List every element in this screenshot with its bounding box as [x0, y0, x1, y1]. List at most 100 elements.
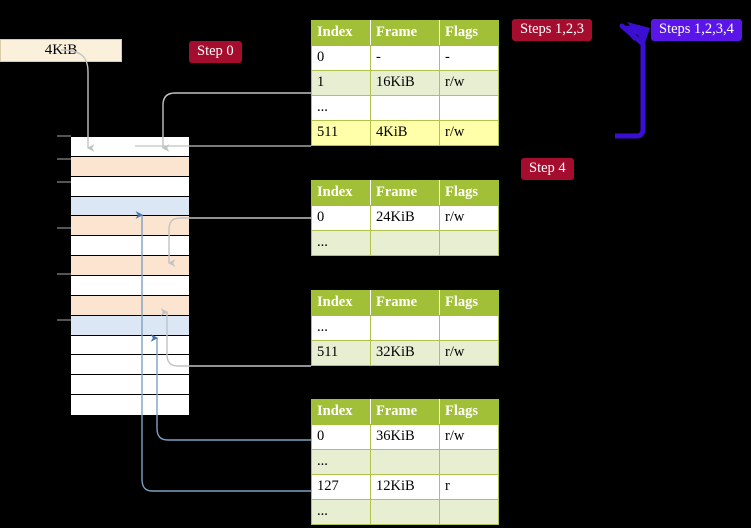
column-header-flags: Flags: [439, 180, 499, 206]
table-row: ...: [311, 230, 499, 256]
memory-frame-row: [71, 295, 189, 316]
cell-index: 1: [311, 70, 371, 96]
memory-frame-row: [71, 256, 189, 276]
memory-frame-row: [71, 276, 189, 296]
table-row: ...: [311, 315, 499, 341]
frame-box-label: 4KiB: [44, 42, 78, 58]
cell-frame: 16KiB: [370, 70, 440, 96]
memory-frame-row: [71, 355, 189, 376]
cell-index: 511: [311, 340, 371, 366]
memory-frame-row: [71, 236, 189, 257]
column-header-flags: Flags: [439, 20, 499, 46]
cell-index: ...: [311, 95, 371, 121]
cell-flags: r/w: [439, 340, 499, 366]
memory-frame-row: [71, 395, 189, 415]
memory-tick-mark: [57, 319, 71, 321]
cell-flags: [439, 315, 499, 341]
cell-index: 0: [311, 45, 371, 71]
column-header-frame: Frame: [370, 180, 440, 206]
cell-index: 127: [311, 474, 371, 500]
memory-frame-row: [71, 176, 189, 197]
cell-frame: [370, 95, 440, 121]
cell-index: ...: [311, 499, 371, 525]
cell-index: ...: [311, 449, 371, 475]
column-header-index: Index: [311, 290, 371, 316]
cell-index: 0: [311, 424, 371, 450]
memory-frame-row: [71, 375, 189, 396]
cell-index: 0: [311, 205, 371, 231]
column-header-frame: Frame: [370, 290, 440, 316]
cell-flags: r/w: [439, 424, 499, 450]
badge-step-0: Step 0: [189, 41, 242, 63]
memory-tick-mark: [57, 158, 71, 160]
cell-flags: [439, 230, 499, 256]
column-header-frame: Frame: [370, 399, 440, 425]
memory-frame-row: [71, 315, 189, 336]
cell-flags: r/w: [439, 70, 499, 96]
cell-flags: [439, 449, 499, 475]
cell-frame: [370, 230, 440, 256]
memory-tick-mark: [57, 273, 71, 275]
memory-frame-row: [71, 335, 189, 356]
cell-flags: r/w: [439, 205, 499, 231]
cell-index: ...: [311, 230, 371, 256]
cell-flags: [439, 95, 499, 121]
badge-steps-1-2-3-4-label: Steps 1,2,3,4: [659, 21, 734, 37]
badge-steps-1-2-3-4: Steps 1,2,3,4: [651, 19, 742, 41]
badge-steps-1-2-3: Steps 1,2,3: [512, 19, 593, 41]
frame-box-4kib: 4KiB: [0, 39, 122, 62]
column-header-index: Index: [311, 399, 371, 425]
badge-steps-1-2-3-label: Steps 1,2,3: [520, 21, 585, 37]
cell-frame: 4KiB: [370, 120, 440, 146]
connector-pdpt-row0-to-memory: [167, 217, 311, 267]
memory-frame-row: [71, 156, 189, 177]
cell-frame: 24KiB: [370, 205, 440, 231]
badge-step-4: Step 4: [521, 158, 574, 180]
memory-frame-row: [71, 216, 189, 237]
cell-frame: 12KiB: [370, 474, 440, 500]
column-header-flags: Flags: [439, 290, 499, 316]
physical-memory-column: [70, 136, 190, 415]
column-header-frame: Frame: [370, 20, 440, 46]
cell-flags: r/w: [439, 120, 499, 146]
cell-frame: -: [370, 45, 440, 71]
column-header-flags: Flags: [439, 399, 499, 425]
cell-flags: [439, 499, 499, 525]
cell-frame: 36KiB: [370, 424, 440, 450]
memory-frame-row: [71, 196, 189, 217]
table-row: ...: [311, 499, 499, 525]
cell-flags: r: [439, 474, 499, 500]
cell-frame: [370, 449, 440, 475]
table-row: ...: [311, 95, 499, 121]
arrow-steps-loop: [615, 22, 650, 139]
memory-tick-mark: [57, 135, 71, 137]
cell-flags: -: [439, 45, 499, 71]
column-header-index: Index: [311, 20, 371, 46]
column-header-index: Index: [311, 180, 371, 206]
cell-frame: [370, 315, 440, 341]
connector-step0-frame-to-memory: [60, 49, 95, 152]
badge-step-0-label: Step 0: [197, 43, 234, 59]
table-row: ...: [311, 449, 499, 475]
badge-step-4-label: Step 4: [529, 160, 566, 176]
cell-index: 511: [311, 120, 371, 146]
memory-tick-mark: [57, 227, 71, 229]
memory-tick-mark: [57, 181, 71, 183]
memory-frame-row: [71, 137, 189, 157]
cell-frame: [370, 499, 440, 525]
cell-index: ...: [311, 315, 371, 341]
table-row: 0--: [311, 45, 499, 71]
